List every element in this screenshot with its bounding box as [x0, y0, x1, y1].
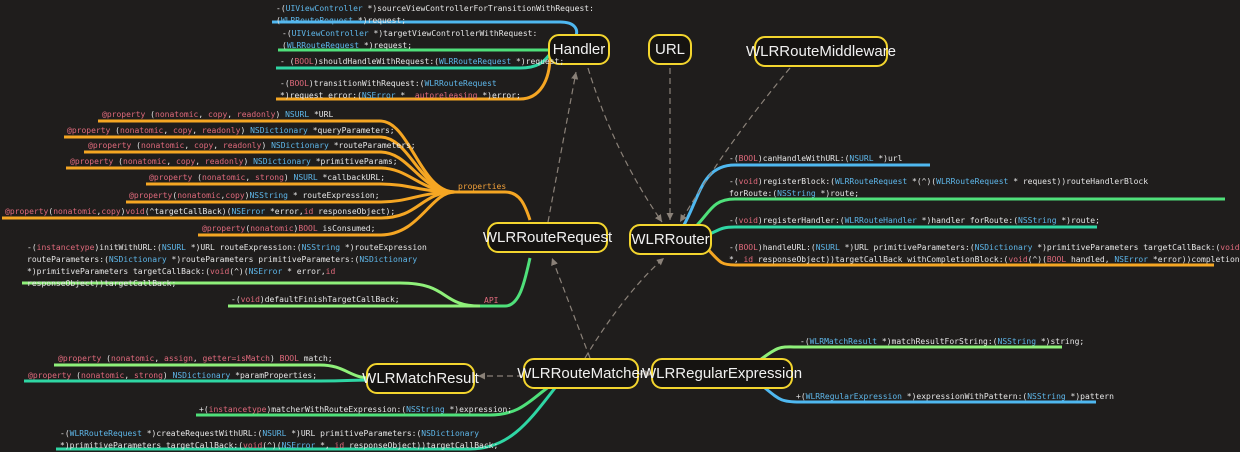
request-api-1: -(instancetype)initWithURL:(NSURL *)URL …: [27, 243, 427, 288]
matcher-method-2: -(WLRRouteRequest *)createRequestWithURL…: [60, 429, 499, 450]
regular-expression-node[interactable]: WLRRegularExpression: [642, 358, 802, 389]
api-label: API: [484, 296, 499, 305]
request-property-8: @property(nonatomic)BOOL isConsumed;: [202, 224, 376, 233]
handler-method-1: -(UIViewController *)sourceViewControlle…: [276, 4, 594, 25]
api-stem: [480, 257, 532, 308]
properties-fan: [2, 119, 456, 237]
matcher-branch-2: [56, 387, 557, 451]
router-method-2: -(void)registerBlock:(WLRRouteRequest *(…: [729, 177, 1149, 198]
handler-method-3: - (BOOL)shouldHandleWithRequest:(WLRRout…: [280, 57, 565, 66]
match-result-prop-2: @property (nonatomic, strong) NSDictiona…: [28, 371, 318, 380]
regex-method-1: -(WLRMatchResult *)matchResultForString:…: [800, 337, 1085, 346]
regex-method-2: +(WLRRegularExpression *)expressionWithP…: [796, 392, 1114, 401]
request-property-3: @property (nonatomic, copy, readonly) NS…: [88, 141, 416, 150]
request-property-1: @property (nonatomic, copy, readonly) NS…: [102, 110, 334, 119]
handler-method-2: -(UIViewController *)targetViewControlle…: [282, 29, 538, 50]
match-result-prop-1: @property (nonatomic, assign, getter=isM…: [58, 354, 333, 363]
matchresult-branch-1: [54, 363, 371, 380]
router-branch-3: [704, 225, 1097, 238]
router-node[interactable]: WLRRouter: [629, 224, 712, 255]
handler-branch-4: [276, 55, 552, 101]
url-node[interactable]: URL: [648, 34, 692, 65]
request-property-5: @property (nonatomic, strong) NSURL *cal…: [149, 173, 386, 182]
route-request-node[interactable]: WLRRouteRequest: [483, 222, 612, 253]
middleware-node[interactable]: WLRRouteMiddleware: [746, 36, 896, 67]
matchresult-branch-2: [24, 378, 371, 383]
matcher-branch-1: [196, 384, 551, 417]
request-property-2: @property (nonatomic, copy, readonly) NS…: [67, 126, 395, 135]
request-property-6: @property(nonatomic,copy)NSString * rout…: [129, 191, 380, 200]
request-api-2: -(void)defaultFinishTargetCallBack;: [231, 295, 400, 304]
handler-node[interactable]: Handler: [548, 34, 610, 65]
request-property-4: @property (nonatomic, copy, readonly) NS…: [70, 157, 398, 166]
handler-method-4: -(BOOL)transitionWithRequest:(WLRRouteRe…: [280, 79, 521, 100]
properties-stem: [455, 190, 532, 221]
router-method-3: -(void)registerHandler:(WLRRouteHandler …: [729, 216, 1100, 225]
matcher-method-1: +(instancetype)matcherWithRouteExpressio…: [199, 405, 513, 414]
router-method-4: -(BOOL)handleURL:(NSURL *)URL primitiveP…: [729, 243, 1240, 264]
router-method-1: -(BOOL)canHandleWithURL:(NSURL *)url: [729, 154, 903, 163]
match-result-node[interactable]: WLRMatchResult: [362, 363, 479, 394]
properties-label: properties: [458, 182, 507, 191]
regex-branch-1: [759, 345, 1062, 362]
dependency-arrows: [478, 67, 791, 380]
route-matcher-node[interactable]: WLRRouteMatcher: [517, 358, 645, 389]
request-property-7: @property(nonatomic,copy)void(^targetCal…: [5, 207, 396, 216]
